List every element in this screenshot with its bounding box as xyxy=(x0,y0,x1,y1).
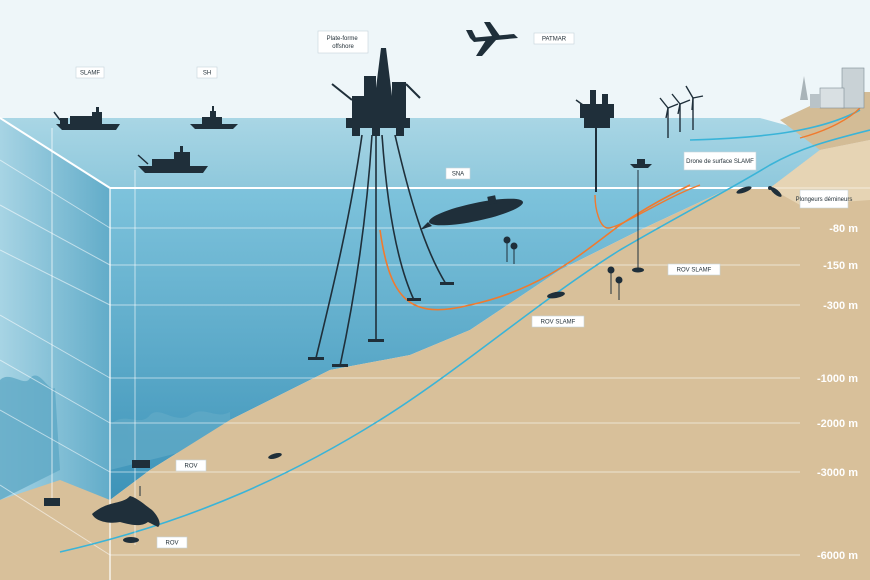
depth-label: -80 m xyxy=(829,223,858,235)
svg-text:SH: SH xyxy=(203,71,211,77)
coastal-facility xyxy=(800,67,865,109)
svg-text:ROV: ROV xyxy=(184,464,197,470)
svg-text:PATMAR: PATMAR xyxy=(542,37,567,43)
subsea-cable-orange xyxy=(379,184,691,311)
coastal-cable-orange xyxy=(799,107,861,139)
surface-drone xyxy=(630,159,652,168)
depth-label: -300 m xyxy=(823,300,858,312)
coastal-cable-blue xyxy=(689,109,861,141)
label-sna: SNA xyxy=(445,167,471,180)
ship-slamf xyxy=(53,107,120,130)
svg-text:Plongeurs démineurs: Plongeurs démineurs xyxy=(796,197,853,203)
svg-text:SLAMF: SLAMF xyxy=(80,71,100,77)
production-platform xyxy=(575,90,614,128)
depth-label: -6000 m xyxy=(817,550,858,562)
water-column xyxy=(110,188,730,500)
svg-text:ROV SLAMF: ROV SLAMF xyxy=(677,268,712,274)
svg-text:ROV SLAMF: ROV SLAMF xyxy=(541,320,576,326)
offshore-platform xyxy=(331,48,421,136)
label-slamf: SLAMF xyxy=(75,66,105,79)
wind-turbines xyxy=(659,85,704,138)
submarine-sna xyxy=(420,195,523,230)
label-rov-1: ROV xyxy=(175,459,207,472)
divers xyxy=(736,186,782,197)
sea-surface xyxy=(0,118,840,188)
label-platform: Plate-forme offshore xyxy=(317,30,369,54)
deep-sea-wreck xyxy=(92,486,160,527)
label-patmar: PATMAR xyxy=(533,32,575,45)
svg-text:Plate-forme offshore: Plate-forme offshore xyxy=(327,36,360,50)
label-surface-drone: Drone de surface SLAMF xyxy=(683,151,757,171)
platform-risers xyxy=(315,128,639,367)
label-rov-2: ROV xyxy=(156,536,188,549)
label-rov-slamf-1: ROV SLAMF xyxy=(667,263,721,276)
depth-label: -1000 m xyxy=(817,373,858,385)
svg-text:SNA: SNA xyxy=(452,172,464,178)
label-sh: SH xyxy=(196,66,218,79)
depth-scale: -80 m -150 m -300 m -1000 m -2000 m -300… xyxy=(817,223,858,562)
label-rov-slamf-2: ROV SLAMF xyxy=(531,315,585,328)
label-divers: Plongeurs démineurs xyxy=(796,189,853,209)
pipeline-orange xyxy=(594,184,701,229)
svg-text:Drone de surface SLAMF: Drone de surface SLAMF xyxy=(686,159,754,165)
patrol-aircraft xyxy=(466,22,518,56)
coral-reef xyxy=(0,375,230,500)
svg-text:ROV: ROV xyxy=(165,541,178,547)
sea-mines xyxy=(503,236,623,300)
ship-large xyxy=(137,146,208,173)
shoreline xyxy=(770,140,870,205)
ship-sh xyxy=(190,106,238,129)
depth-label: -150 m xyxy=(823,260,858,272)
rov-vehicles xyxy=(44,267,644,543)
riser-anchors xyxy=(308,282,454,367)
depth-label: -3000 m xyxy=(817,467,858,479)
surface-edge-left xyxy=(0,117,111,189)
depth-label: -2000 m xyxy=(817,418,858,430)
